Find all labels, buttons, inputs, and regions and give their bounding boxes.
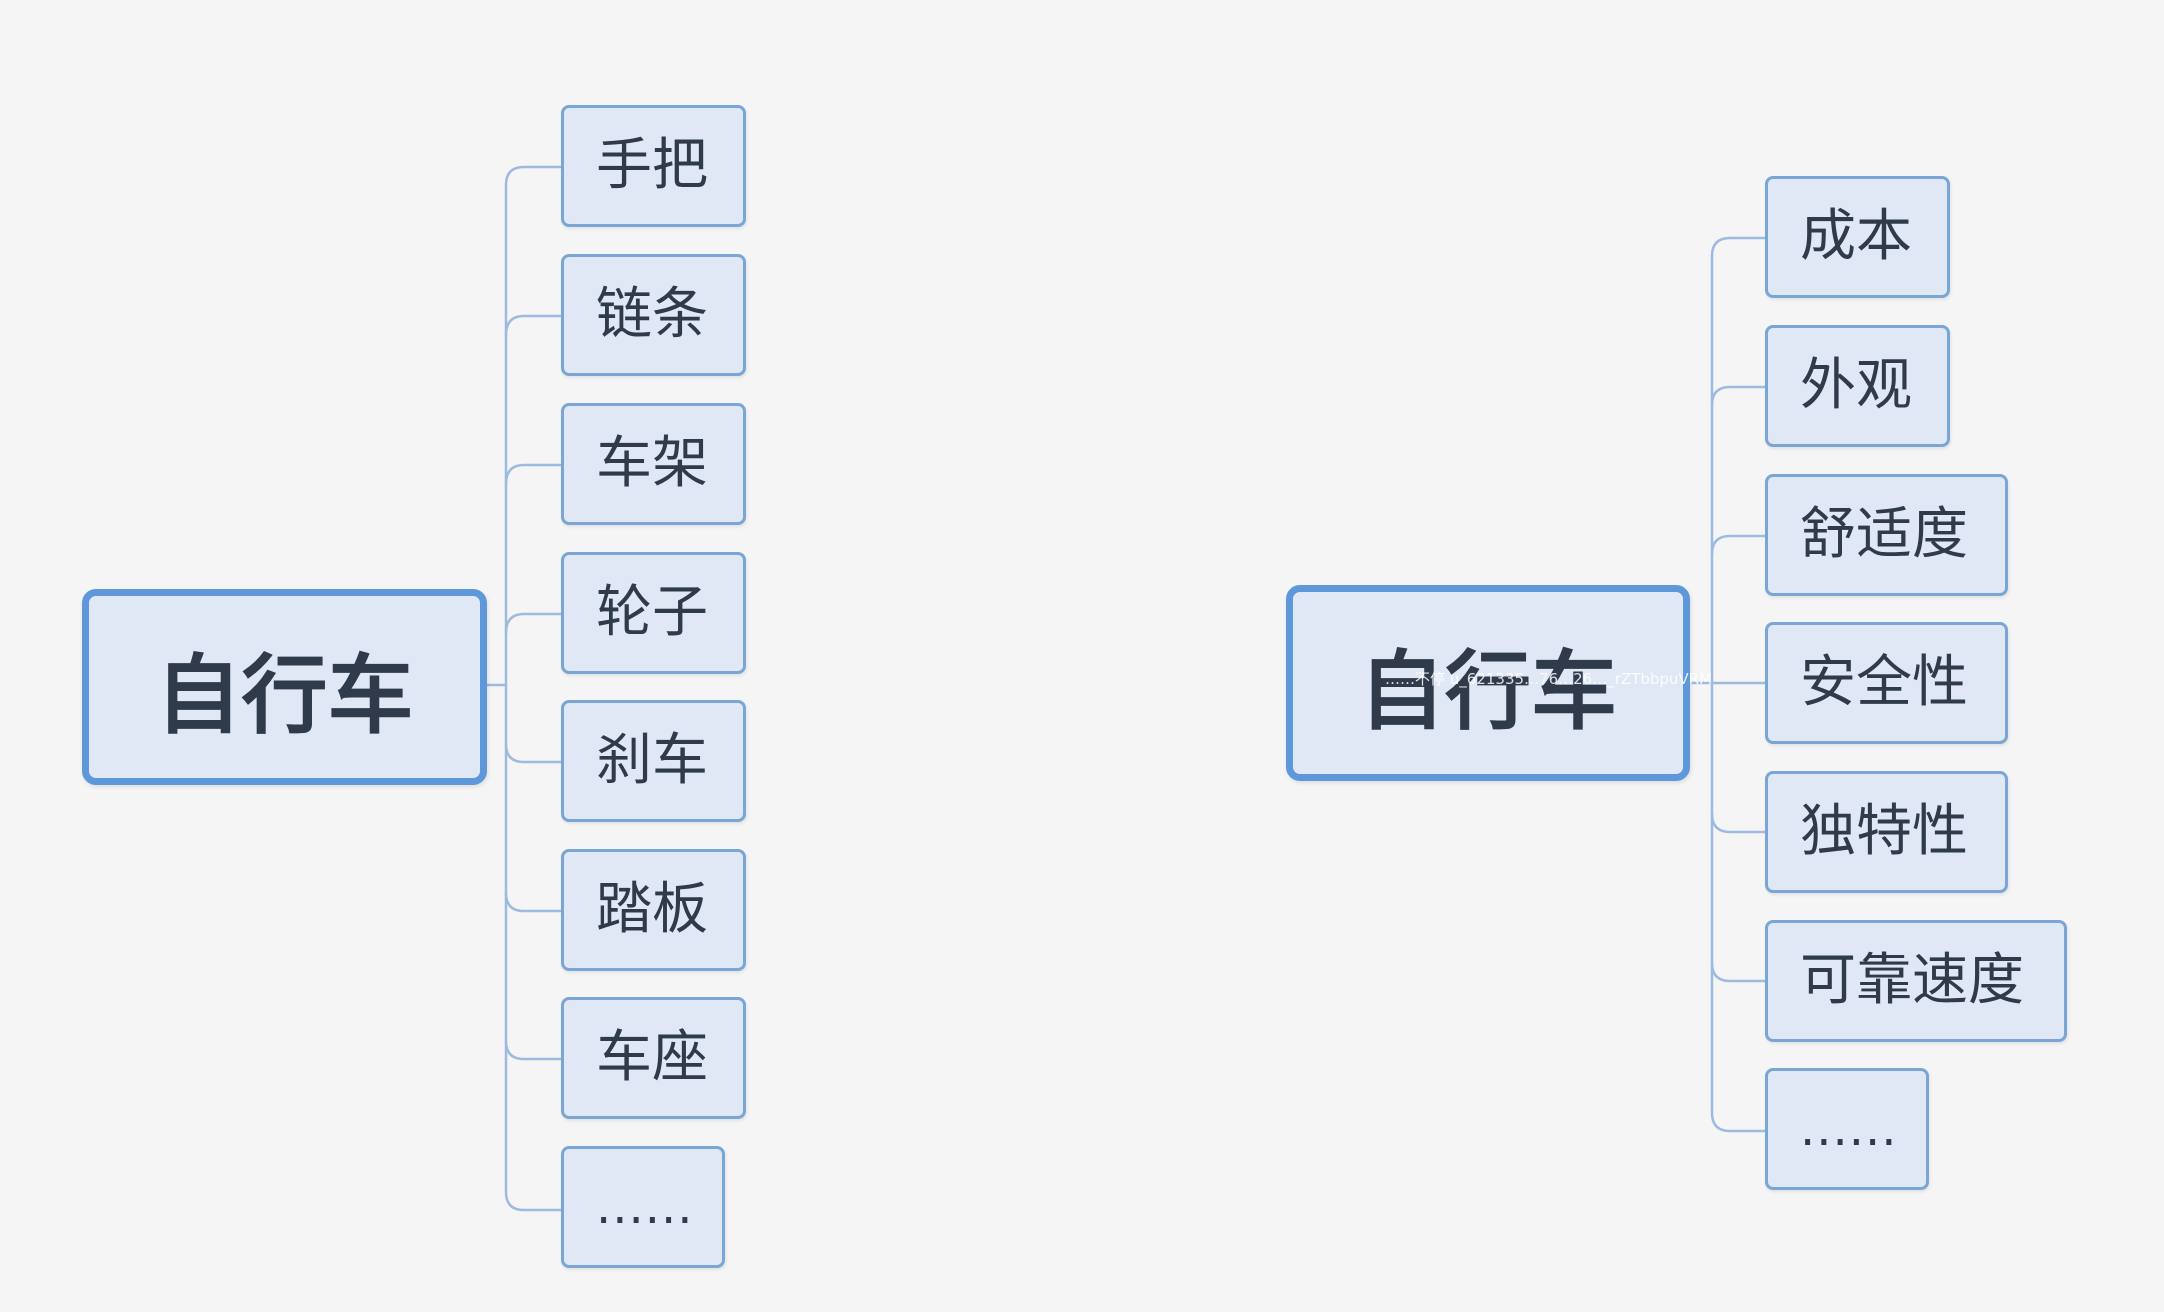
- left-child-node[interactable]: 链条: [561, 254, 746, 376]
- connector-left-trunk: [504, 165, 564, 187]
- watermark-text: ……不停 u_621335…76…26…_rZTbbpuVRM: [1385, 670, 1713, 688]
- connector-right-branch: [1710, 385, 1768, 407]
- right-child-node[interactable]: 安全性: [1765, 622, 2008, 744]
- right-child-node[interactable]: 独特性: [1765, 771, 2008, 893]
- left-root-node[interactable]: 自行车: [82, 589, 487, 785]
- connector-left-branch: [504, 612, 564, 635]
- connector-right-trunk: [1710, 236, 1768, 258]
- left-child-node[interactable]: 踏板: [561, 849, 746, 971]
- right-child-node[interactable]: 成本: [1765, 176, 1950, 298]
- connector-left-branch: [504, 463, 564, 486]
- connector-right-branch: [1710, 961, 1768, 983]
- left-child-node[interactable]: 手把: [561, 105, 746, 227]
- connector-right-branch: [1710, 534, 1768, 556]
- left-child-node[interactable]: 刹车: [561, 700, 746, 822]
- left-child-node-more[interactable]: ......: [561, 1146, 725, 1268]
- connector-right-branch: [1710, 254, 1768, 1133]
- connector-right-branch: [1710, 812, 1768, 834]
- connector-left-branch: [504, 891, 564, 913]
- left-child-node[interactable]: 车架: [561, 403, 746, 525]
- right-child-node[interactable]: 可靠速度: [1765, 920, 2067, 1042]
- connector-left-branch: [504, 183, 564, 1212]
- right-root-node[interactable]: 自行车: [1286, 585, 1690, 781]
- right-child-node[interactable]: 舒适度: [1765, 474, 2008, 596]
- left-child-node[interactable]: 轮子: [561, 552, 746, 674]
- connector-left-branch: [504, 314, 564, 337]
- right-child-node[interactable]: 外观: [1765, 325, 1950, 447]
- left-child-node[interactable]: 车座: [561, 997, 746, 1119]
- connector-left-branch: [504, 1039, 564, 1061]
- connector-left-branch: [504, 742, 564, 764]
- right-child-node-more[interactable]: ......: [1765, 1068, 1929, 1190]
